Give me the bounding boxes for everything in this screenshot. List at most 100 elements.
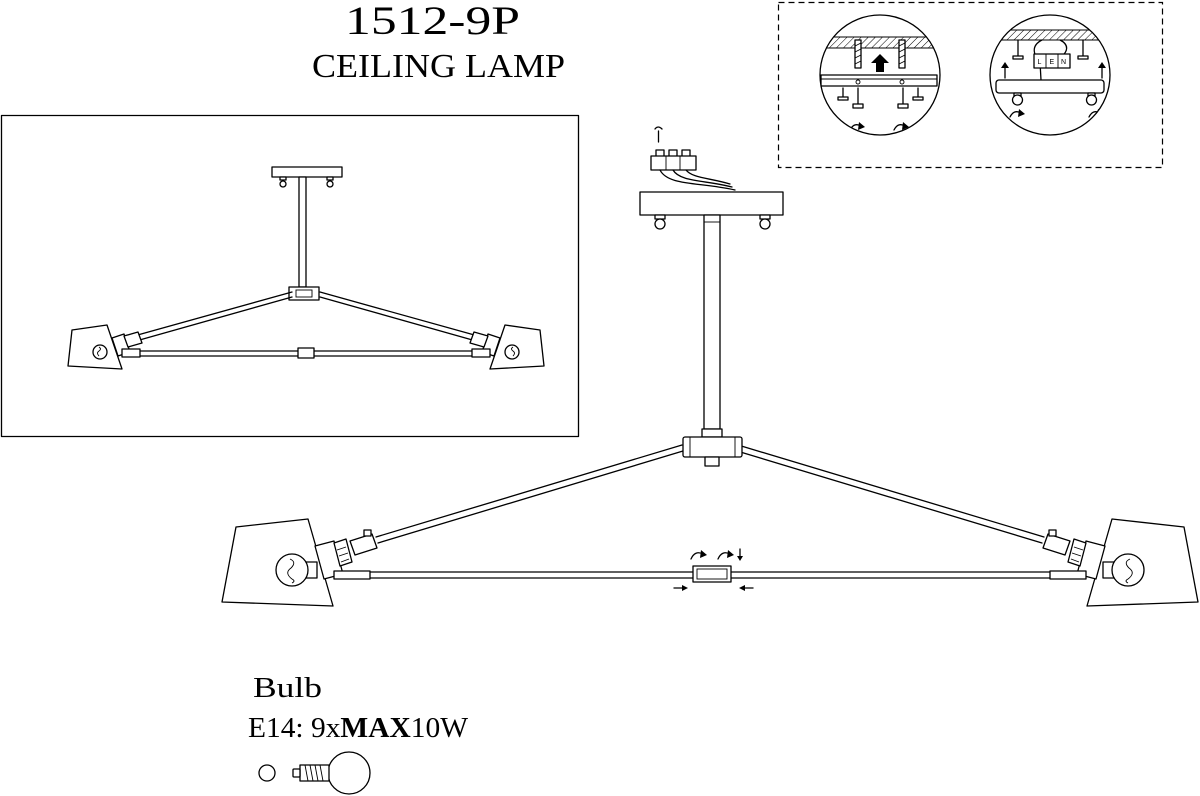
overview-left-arm-upper bbox=[133, 291, 293, 337]
arrow-down-icon-head bbox=[737, 556, 743, 561]
main-left-arm-upper bbox=[375, 444, 683, 538]
overview-right-arm-upper bbox=[319, 291, 479, 337]
bracket-hole-right bbox=[899, 79, 905, 85]
main-bar-connector bbox=[692, 565, 732, 583]
bracket-mounting-detail-circle bbox=[819, 14, 941, 136]
overview-right-bulb bbox=[504, 344, 520, 360]
main-hub-bottom-cap bbox=[704, 456, 720, 467]
main-left-socket-thread bbox=[336, 546, 350, 563]
arrow-right-icon-head bbox=[682, 585, 688, 591]
main-left-arm-lower bbox=[377, 450, 684, 544]
bulb-icon bbox=[292, 751, 371, 795]
installation-detail-frame bbox=[777, 1, 1164, 169]
bracket-mounting-detail bbox=[820, 36, 940, 131]
screwdriver-icon-tip bbox=[654, 126, 663, 130]
product-type-subtitle: CEILING LAMP bbox=[312, 48, 565, 85]
terminal-block bbox=[1033, 53, 1071, 69]
main-right-shade bbox=[1086, 518, 1199, 607]
main-right-clamp-screw bbox=[1048, 529, 1057, 537]
main-right-filament bbox=[1125, 558, 1133, 584]
rotate-arrow-icon-head bbox=[858, 122, 865, 130]
main-left-bar-end bbox=[333, 570, 371, 580]
main-canopy bbox=[639, 191, 784, 216]
main-rod-collar bbox=[701, 428, 723, 438]
overview-left-lamp-head bbox=[67, 291, 293, 370]
rotate-arrow-icon-head bbox=[1018, 109, 1025, 117]
screw-right-nut bbox=[897, 103, 909, 109]
overview-canopy-knob-left bbox=[279, 180, 287, 188]
wiring-detail: L E N bbox=[990, 29, 1110, 118]
wall-anchor-right bbox=[898, 39, 906, 69]
overview-canopy-knob-right-stem bbox=[326, 176, 334, 181]
arrow-up-icon-head bbox=[1001, 62, 1009, 68]
bulb-spec-wattage: 10W bbox=[411, 713, 469, 744]
overview-canopy bbox=[271, 166, 343, 178]
wiring-detail-circle bbox=[989, 14, 1111, 136]
terminal-label-earth: E bbox=[1050, 59, 1055, 66]
detail-knob-left bbox=[1011, 94, 1024, 106]
main-canopy-knob-left bbox=[654, 218, 666, 230]
main-left-shade bbox=[221, 518, 334, 607]
main-right-arm-lower bbox=[736, 450, 1043, 544]
screw-left-nut bbox=[852, 103, 864, 109]
main-right-arm-clamp bbox=[1042, 533, 1071, 556]
bulb-base bbox=[299, 764, 330, 782]
rotate-arrow-icon-head bbox=[727, 550, 734, 558]
overview-right-shade bbox=[489, 324, 545, 370]
main-right-arm-upper bbox=[737, 444, 1045, 538]
main-lamp-drawing bbox=[221, 126, 1199, 607]
terminal-label-neutral: N bbox=[1061, 59, 1066, 66]
wall-anchor-left-thread bbox=[854, 42, 862, 65]
overview-canopy-knob-left-stem bbox=[279, 176, 287, 181]
bolt-right-head bbox=[912, 96, 924, 101]
arrow-up-icon bbox=[871, 54, 889, 72]
bulb-glass bbox=[327, 751, 371, 795]
rotate-arrow-icon-head bbox=[902, 122, 909, 130]
overview-panel bbox=[0, 114, 580, 438]
bolt-left-head bbox=[837, 96, 849, 101]
ceiling-hatch-1 bbox=[820, 36, 940, 49]
detail-canopy bbox=[995, 79, 1105, 94]
bulb-spec-prefix: E14: 9x bbox=[248, 713, 340, 744]
main-canopy-knob-right bbox=[759, 218, 771, 230]
ceiling-screw-left-head bbox=[1012, 55, 1024, 60]
ceiling-hatch-2 bbox=[990, 29, 1110, 41]
main-left-filament bbox=[287, 558, 295, 584]
overview-right-arm-lower bbox=[319, 296, 477, 342]
lamp-wire bbox=[672, 169, 733, 188]
main-left-bulb-neck bbox=[305, 561, 318, 579]
rotate-arrow-icon-head bbox=[700, 550, 707, 558]
overview-frame bbox=[0, 114, 580, 438]
bulb-label: Bulb bbox=[253, 673, 322, 704]
main-left-bulb bbox=[275, 553, 309, 587]
main-left-lamp-head bbox=[221, 444, 684, 607]
arrow-left-icon-head bbox=[739, 585, 745, 591]
mounting-bracket bbox=[820, 74, 938, 87]
product-code-title: 1512-9P bbox=[345, 0, 520, 43]
wall-anchor-left bbox=[854, 39, 862, 69]
overview-hub-inner bbox=[295, 289, 313, 298]
installation-detail-panel: L E N bbox=[777, 1, 1164, 169]
connector-terminal-block bbox=[650, 149, 736, 191]
main-right-bulb-neck bbox=[1102, 561, 1115, 579]
overview-hub bbox=[288, 286, 320, 301]
bulb-base-thread bbox=[304, 764, 324, 782]
overview-right-lamp-head bbox=[319, 291, 545, 370]
main-right-lamp-head bbox=[736, 444, 1199, 607]
main-right-socket-thread bbox=[1070, 546, 1084, 563]
terminal-label-live: L bbox=[1038, 59, 1042, 66]
overview-left-bar-end bbox=[121, 348, 141, 358]
screwdriver-icon bbox=[654, 126, 663, 143]
bulb-contact-tip bbox=[292, 768, 301, 778]
arrow-up-icon-head bbox=[1098, 62, 1106, 68]
lamp-wire bbox=[659, 169, 736, 191]
overview-bar-connector bbox=[297, 347, 315, 359]
overview-left-bulb bbox=[92, 344, 108, 360]
overview-canopy-knob-right bbox=[326, 180, 334, 188]
detail-knob-right bbox=[1085, 94, 1098, 106]
wall-anchor-right-thread bbox=[898, 42, 906, 65]
overview-right-clamp bbox=[469, 331, 489, 348]
main-bar-connector-inner bbox=[696, 568, 728, 580]
